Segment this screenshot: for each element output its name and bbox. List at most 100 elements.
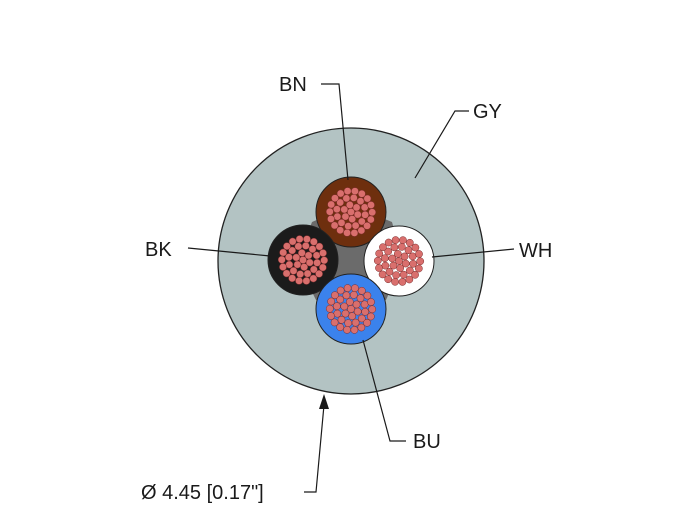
strand [384,238,393,247]
conductor-black [267,224,339,296]
strand [411,270,419,279]
strand [391,277,399,286]
strand [357,323,366,332]
strand [341,309,350,318]
strand [344,222,353,230]
strand [351,284,359,293]
strand [333,205,341,214]
leader-line-bu [362,339,406,442]
strand [381,254,389,263]
strand [411,243,420,252]
strand [309,274,318,283]
strand [397,243,406,251]
strand [333,212,342,221]
strand [415,250,423,258]
strand [295,276,303,285]
strand [333,309,342,318]
strand [416,257,425,266]
strand [336,226,345,235]
strand [357,286,366,295]
strand [393,250,402,258]
strand [360,203,369,212]
leader-line-wh [431,248,515,258]
strand [390,243,399,252]
strand [303,235,311,244]
conductor-blue [315,273,387,345]
strand [404,246,413,255]
label-bn: BN [279,74,307,96]
strand [385,267,394,276]
strand [363,221,371,230]
strand [378,270,387,279]
strand [351,318,360,327]
strand [396,264,405,272]
strand [363,194,372,203]
strand [289,266,298,275]
strand [398,278,407,286]
strand [367,201,375,209]
strand [405,266,414,275]
strand [327,215,335,223]
strand [288,246,297,255]
strand [357,226,366,235]
strand [344,319,353,327]
strand [348,215,357,223]
strand [389,261,398,270]
strand [366,312,375,321]
strand [356,197,365,206]
strand [315,242,324,251]
strand [399,270,408,279]
strand [343,228,351,237]
strand [330,221,339,230]
strand [336,286,345,295]
strand [348,312,357,320]
strand [363,291,372,300]
diameter-arrowhead [319,394,329,409]
strand [327,297,336,306]
strand [351,221,360,230]
strand [315,269,323,278]
strand [343,284,352,292]
leader-line-diameter [304,404,325,493]
strand [327,312,335,320]
strand [345,298,354,306]
label-bk: BK [145,239,172,261]
conductor-brown [315,176,387,248]
strand [357,217,366,226]
strand [384,275,393,284]
strand [337,315,346,324]
strand [300,263,309,271]
strand [381,261,390,270]
strand [279,248,288,257]
strand [325,207,334,216]
label-diameter: Ø 4.45 [0.17"] [141,482,264,504]
strand [360,300,369,309]
strand [336,189,345,198]
strand [391,236,400,244]
strand [282,269,291,278]
strand [336,198,345,207]
strand [283,242,291,251]
strand [349,291,358,299]
strand [341,212,350,221]
strand [342,291,351,300]
strand [375,264,383,272]
strand [363,318,371,327]
strand [408,252,417,261]
strand [285,260,294,269]
leader-line-gy [414,110,469,179]
strand [288,274,297,283]
strand [409,259,417,268]
strand [375,249,384,258]
strand [331,194,339,203]
strand [400,252,409,261]
strand [368,305,377,314]
strand [295,235,304,243]
strand [405,275,414,284]
strand [343,187,352,195]
strand [297,249,306,257]
strand [336,295,345,304]
strand [319,249,327,257]
strand [352,300,361,309]
strand [379,243,387,252]
